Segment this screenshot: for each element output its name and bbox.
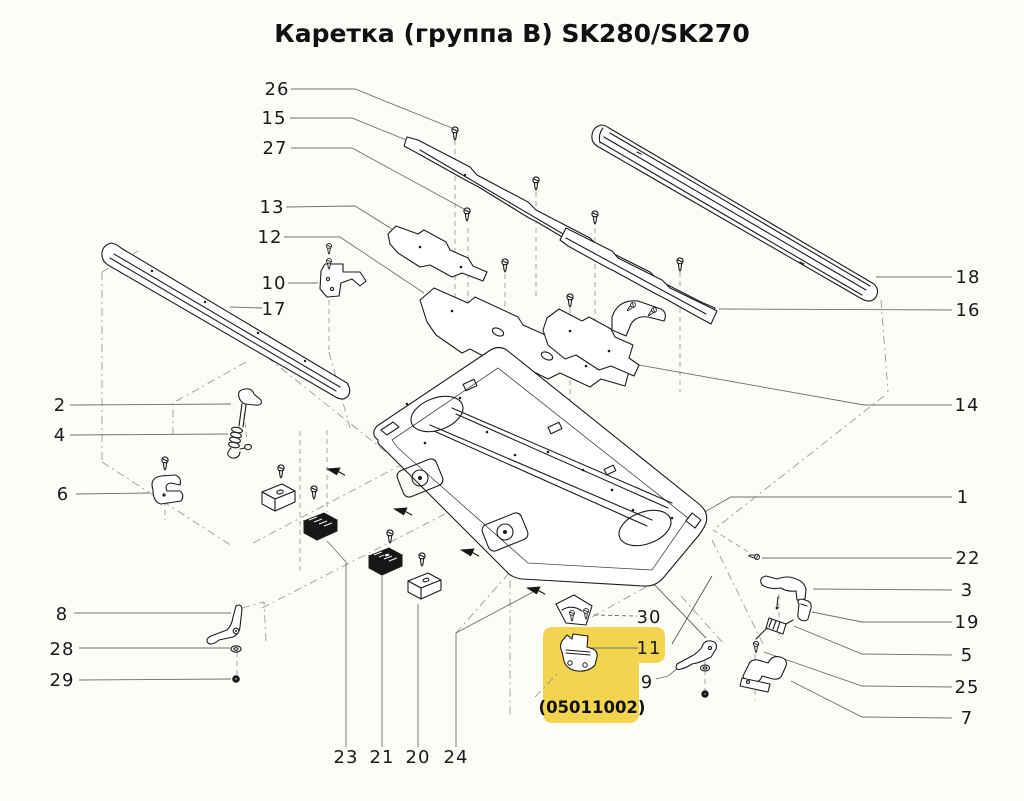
part-12-plate (419, 287, 630, 388)
callout-4: 4 (54, 425, 66, 446)
callout-labels: 26 15 27 13 12 10 17 2 4 6 8 28 29 23 21… (50, 79, 981, 768)
callout-28: 28 (50, 639, 75, 660)
screw (752, 640, 760, 653)
callout-20: 20 (406, 747, 431, 768)
part-3-lever (760, 575, 807, 610)
part-29-nut (232, 675, 240, 683)
screw (310, 485, 318, 500)
part-13-plate (387, 225, 488, 282)
leader-lines (69, 88, 953, 747)
part-8-bracket (206, 604, 243, 645)
part-18-rail (591, 124, 879, 302)
part-16-strip (559, 227, 718, 325)
part-20-block (407, 552, 442, 600)
screw (161, 456, 169, 471)
part-17-rail (101, 242, 351, 400)
callout-25: 25 (955, 677, 980, 698)
part-6-bracket (151, 456, 184, 505)
part-14-plate (542, 300, 667, 377)
part-5-spring-clip (755, 617, 794, 640)
callout-24: 24 (444, 747, 469, 768)
part-10-bracket (319, 243, 367, 298)
screw (326, 243, 332, 255)
part-mounting-tongue (555, 594, 593, 626)
callout-30: 30 (637, 607, 662, 628)
callout-11: 11 (637, 638, 662, 659)
part-11-bracket (559, 608, 598, 672)
callout-12: 12 (258, 227, 283, 248)
callout-15: 15 (262, 108, 287, 129)
screw (277, 464, 285, 479)
callout-27: 27 (263, 138, 288, 159)
part-23-block (302, 485, 339, 541)
part-22-screw (747, 552, 761, 561)
part-19-cap (797, 598, 812, 622)
callout-21: 21 (370, 747, 395, 768)
callout-26: 26 (265, 79, 290, 100)
callout-10: 10 (262, 273, 287, 294)
callout-7: 7 (961, 708, 973, 729)
callout-17: 17 (262, 299, 287, 320)
parts (101, 124, 879, 698)
callout-14: 14 (955, 395, 980, 416)
callout-13: 13 (260, 197, 285, 218)
callout-1: 1 (957, 487, 969, 508)
callout-9: 9 (641, 672, 653, 693)
callout-8: 8 (56, 604, 68, 625)
part-21-block (367, 529, 404, 576)
callout-18: 18 (956, 267, 981, 288)
part-1-carriage-plate (373, 346, 708, 587)
part-4-spring (227, 426, 252, 459)
callout-23: 23 (334, 747, 359, 768)
callout-29: 29 (50, 670, 75, 691)
part-9-bracket (675, 640, 717, 698)
callout-2: 2 (54, 395, 66, 416)
callout-16: 16 (956, 300, 981, 321)
highlight-part-code: (05011002) (539, 698, 646, 717)
callout-5: 5 (961, 645, 973, 666)
callout-22: 22 (956, 548, 981, 569)
part-28-washer (230, 645, 242, 653)
part-block-white-a (261, 464, 296, 512)
callout-3: 3 (961, 580, 973, 601)
callout-19: 19 (955, 612, 980, 633)
part-7-bracket (739, 640, 787, 693)
part-2-lever (238, 388, 262, 428)
page-title: Каретка (группа B) SK280/SK270 (274, 19, 749, 48)
screw (418, 552, 426, 567)
callout-6: 6 (57, 484, 69, 505)
